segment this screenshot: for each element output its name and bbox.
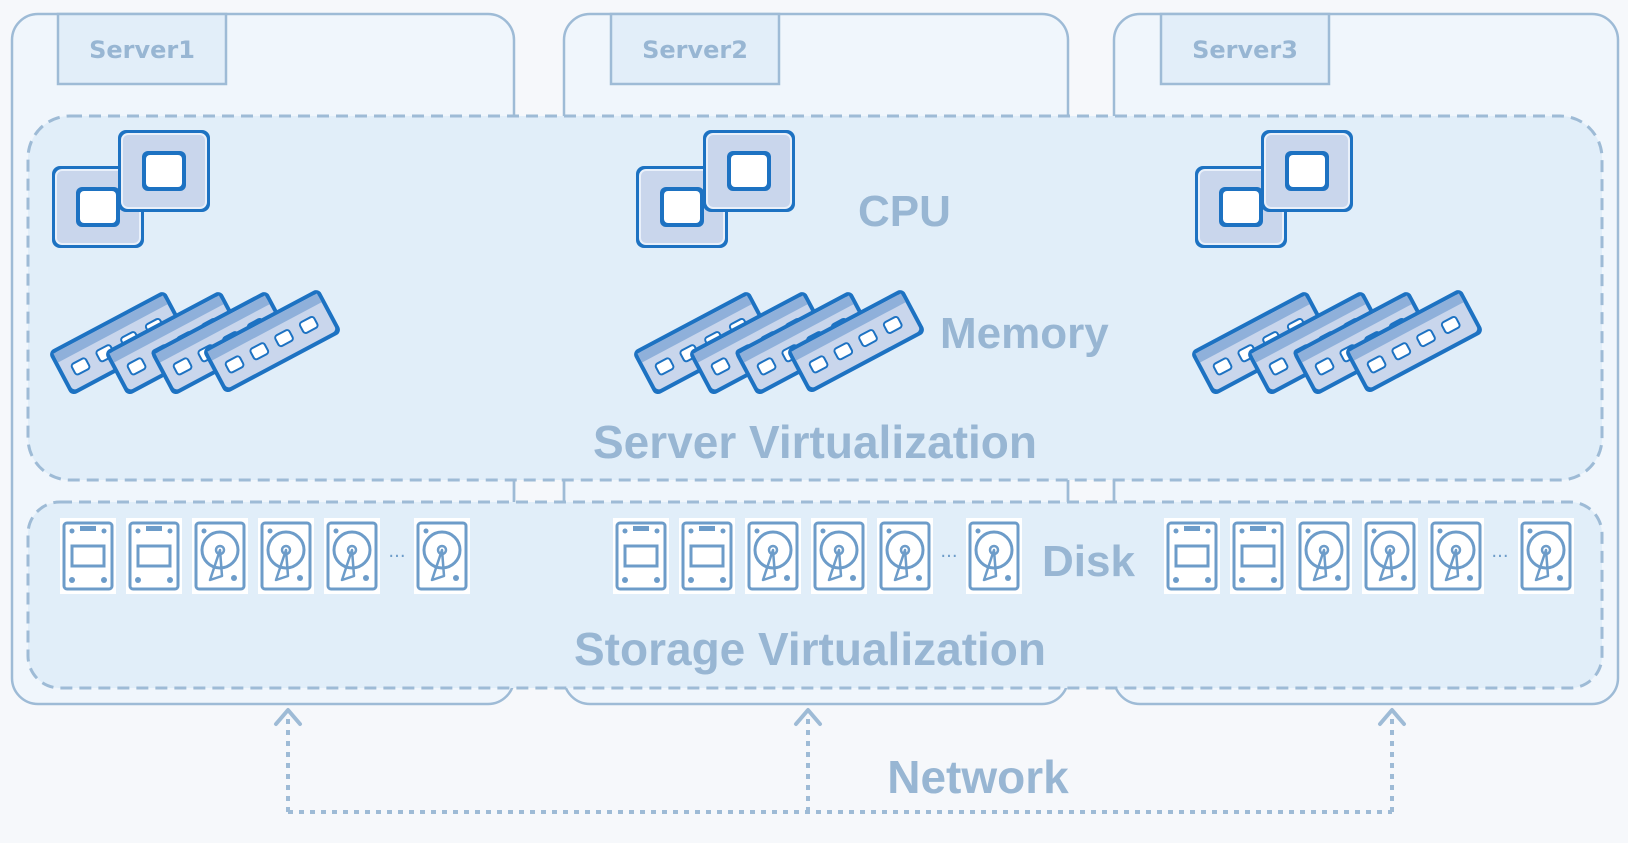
hdd-icon bbox=[1360, 516, 1420, 596]
ssd-icon bbox=[58, 516, 118, 596]
disk-group-server-3: ··· bbox=[1162, 516, 1576, 596]
network-connections bbox=[286, 714, 1394, 814]
hdd-icon bbox=[256, 516, 316, 596]
arrow-up-icon bbox=[794, 708, 822, 726]
hdd-icon bbox=[875, 516, 935, 596]
server-1-tab-label: Server1 bbox=[89, 36, 195, 64]
hdd-icon bbox=[1516, 516, 1576, 596]
ssd-icon bbox=[1162, 516, 1222, 596]
hdd-icon bbox=[809, 516, 869, 596]
disk-ellipsis: ··· bbox=[940, 546, 957, 567]
server-1-tab bbox=[56, 12, 228, 86]
cpu-icon bbox=[1260, 129, 1354, 213]
server-tabs: Server1 Server2 Server3 bbox=[56, 12, 1331, 86]
ssd-icon bbox=[611, 516, 671, 596]
ssd-icon bbox=[124, 516, 184, 596]
arrow-up-icon bbox=[1378, 708, 1406, 726]
server-2-tab-label: Server2 bbox=[642, 36, 748, 64]
disk-group-server-1: ··· bbox=[58, 516, 472, 596]
hdd-icon bbox=[1426, 516, 1486, 596]
disk-group-server-2: ··· bbox=[611, 516, 1024, 596]
hdd-icon bbox=[412, 516, 472, 596]
disk-label: Disk bbox=[1042, 537, 1135, 586]
cpu-icon bbox=[117, 129, 211, 213]
network-arrowheads bbox=[274, 708, 1406, 726]
cpu-icon bbox=[702, 129, 796, 213]
panel-gap-edges bbox=[512, 480, 1116, 502]
network-label: Network bbox=[887, 751, 1069, 803]
hdd-icon bbox=[964, 516, 1024, 596]
hdd-icon bbox=[1294, 516, 1354, 596]
server-virtualization-label: Server Virtualization bbox=[593, 416, 1037, 468]
hdd-icon bbox=[743, 516, 803, 596]
hdd-icon bbox=[322, 516, 382, 596]
hdd-icon bbox=[190, 516, 250, 596]
disk-ellipsis: ··· bbox=[1491, 546, 1508, 567]
ssd-icon bbox=[677, 516, 737, 596]
disk-ellipsis: ··· bbox=[388, 546, 405, 567]
ssd-icon bbox=[1228, 516, 1288, 596]
server-2-tab bbox=[609, 12, 781, 86]
server-3-tab-label: Server3 bbox=[1192, 36, 1298, 64]
storage-virtualization-label: Storage Virtualization bbox=[574, 623, 1046, 675]
memory-label: Memory bbox=[940, 309, 1109, 358]
arrow-up-icon bbox=[274, 708, 302, 726]
server-3-tab bbox=[1159, 12, 1331, 86]
cpu-label: CPU bbox=[858, 187, 951, 236]
